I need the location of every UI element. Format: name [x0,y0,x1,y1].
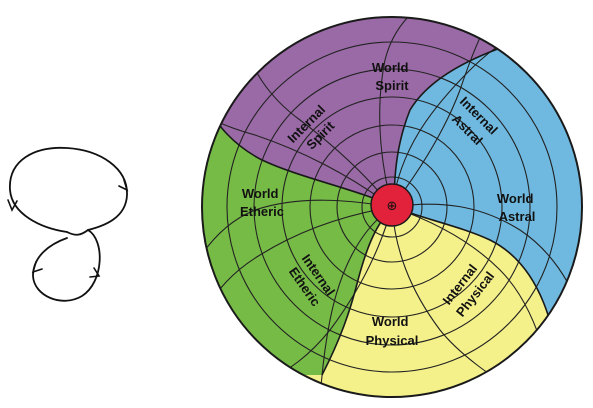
lower-loop [33,230,100,301]
crossing-stroke [67,230,88,235]
figure-eight-loop-icon [8,148,127,301]
center-symbol: ⊕ [387,199,398,214]
lower-right-arrow [90,268,99,277]
wheel-diagram: ⊕ World Spirit Internal Spirit Internal … [180,0,593,408]
upper-loop [10,148,127,232]
center-node: ⊕ [371,184,413,226]
